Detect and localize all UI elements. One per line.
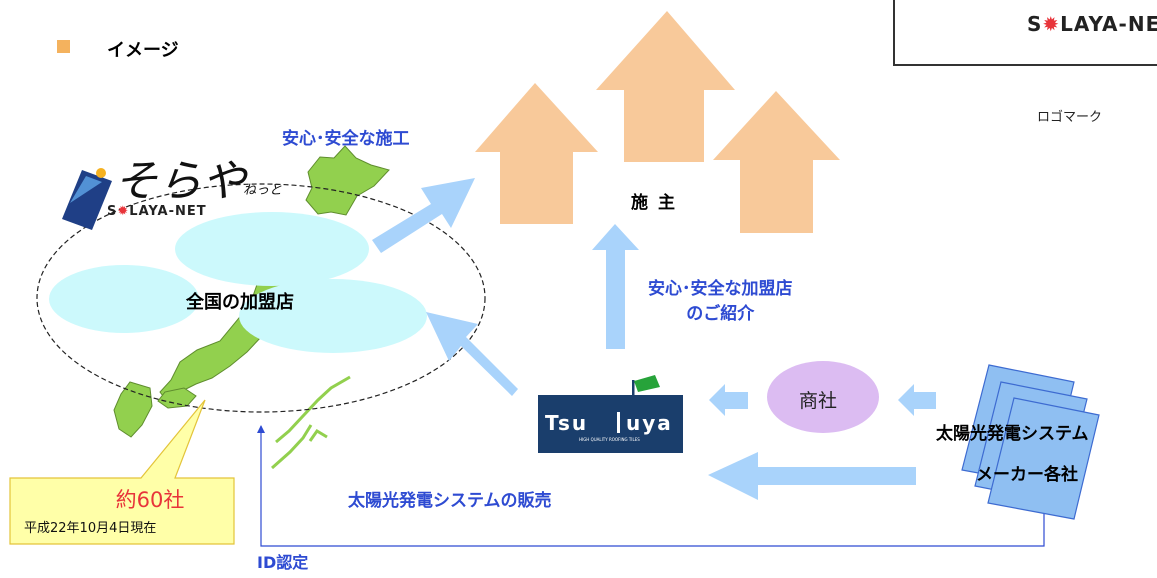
label-safe-construction: 安心･安全な施工 <box>282 129 410 149</box>
logo-mark-prefix: S <box>1027 12 1043 36</box>
callout-bubble <box>9 399 235 545</box>
tsuruya-logo-box <box>538 395 683 453</box>
tsuruya-flag-pole <box>632 380 635 420</box>
tsuruya-logo: Tsu uya HIGH QUALITY ROOFING TILES <box>538 375 683 453</box>
arrow-shosha-to-tsuruya <box>709 384 748 416</box>
house-center <box>596 11 735 162</box>
member-clouds <box>49 212 427 353</box>
heading-bullet <box>57 40 70 53</box>
sun-icon: ✹ <box>1042 12 1061 36</box>
logo-sun-icon <box>96 168 106 178</box>
label-store-introduction: 安心･安全な加盟店 のご紹介 <box>648 277 793 327</box>
arrow-tsuruya-to-owner <box>592 224 639 349</box>
panel-front <box>987 397 1100 520</box>
callout-date: 平成22年10月4日現在 <box>24 521 157 536</box>
callout-member-count: 約60社 <box>115 488 185 512</box>
id-certification-line <box>257 425 1045 547</box>
tsuruya-flag-icon <box>634 375 660 392</box>
tsuruya-logo-text-2: uya <box>626 411 673 435</box>
brand-script-text: そらや <box>114 156 249 207</box>
flow-arrows <box>372 178 936 500</box>
brand-script-small: ねっと <box>243 183 282 198</box>
trading-company-bubble <box>767 361 879 433</box>
label-member-stores: 全国の加盟店 <box>186 292 294 313</box>
arrow-tsuruya-to-stores <box>426 312 518 396</box>
member-area-ellipse <box>36 183 486 413</box>
tsuruya-r-stroke <box>617 412 620 433</box>
solaya-net-logo: そらや ねっと <box>62 156 282 230</box>
cloud-left <box>49 265 199 333</box>
logo-mark-suffix: LAYA-NE <box>1060 12 1157 36</box>
arrow-maker-to-tsuruya <box>708 452 916 500</box>
logo-mark-text: S✹LAYA-NE <box>1027 12 1157 36</box>
arrow-maker-to-shosha <box>898 384 936 416</box>
okinawa-inset <box>271 375 351 470</box>
house-right <box>713 91 840 233</box>
brand-logo-prefix: S <box>107 204 118 219</box>
solar-panel-highlight <box>70 176 102 203</box>
brand-logo-suffix: LAYA-NET <box>129 204 207 219</box>
tsuruya-logo-text-1: Tsu <box>545 411 588 435</box>
brand-logo-wordmark: S✹LAYA-NET <box>107 204 207 219</box>
tsuruya-tagline: HIGH QUALITY ROOFING TILES <box>579 437 640 442</box>
label-homeowner: 施主 <box>631 193 685 213</box>
solar-panel-icon <box>62 170 112 230</box>
label-trading-company: 商社 <box>799 390 838 412</box>
label-id-certification: ID認定 <box>257 553 309 572</box>
house-left <box>475 83 598 224</box>
label-sales: 太陽光発電システムの販売 <box>348 491 552 511</box>
manufacturer-panels <box>961 364 1100 520</box>
cloud-top <box>175 212 369 286</box>
page-heading: イメージ <box>107 40 179 61</box>
cloud-right <box>239 279 427 353</box>
brand-sun-icon: ✹ <box>117 204 130 219</box>
label-store-introduction-line1: 安心･安全な加盟店 <box>648 279 793 299</box>
logo-mark-box <box>893 0 1157 66</box>
map-kyushu <box>113 381 153 438</box>
label-manufacturers-line2: メーカー各社 <box>976 465 1078 485</box>
label-manufacturers-line1: 太陽光発電システム <box>936 424 1089 444</box>
house-group <box>475 11 840 233</box>
logo-mark-caption: ロゴマーク <box>1037 110 1103 125</box>
label-store-introduction-line2: のご紹介 <box>686 304 755 324</box>
arrow-stores-to-owner <box>372 178 475 253</box>
map-hokkaido <box>305 145 390 216</box>
